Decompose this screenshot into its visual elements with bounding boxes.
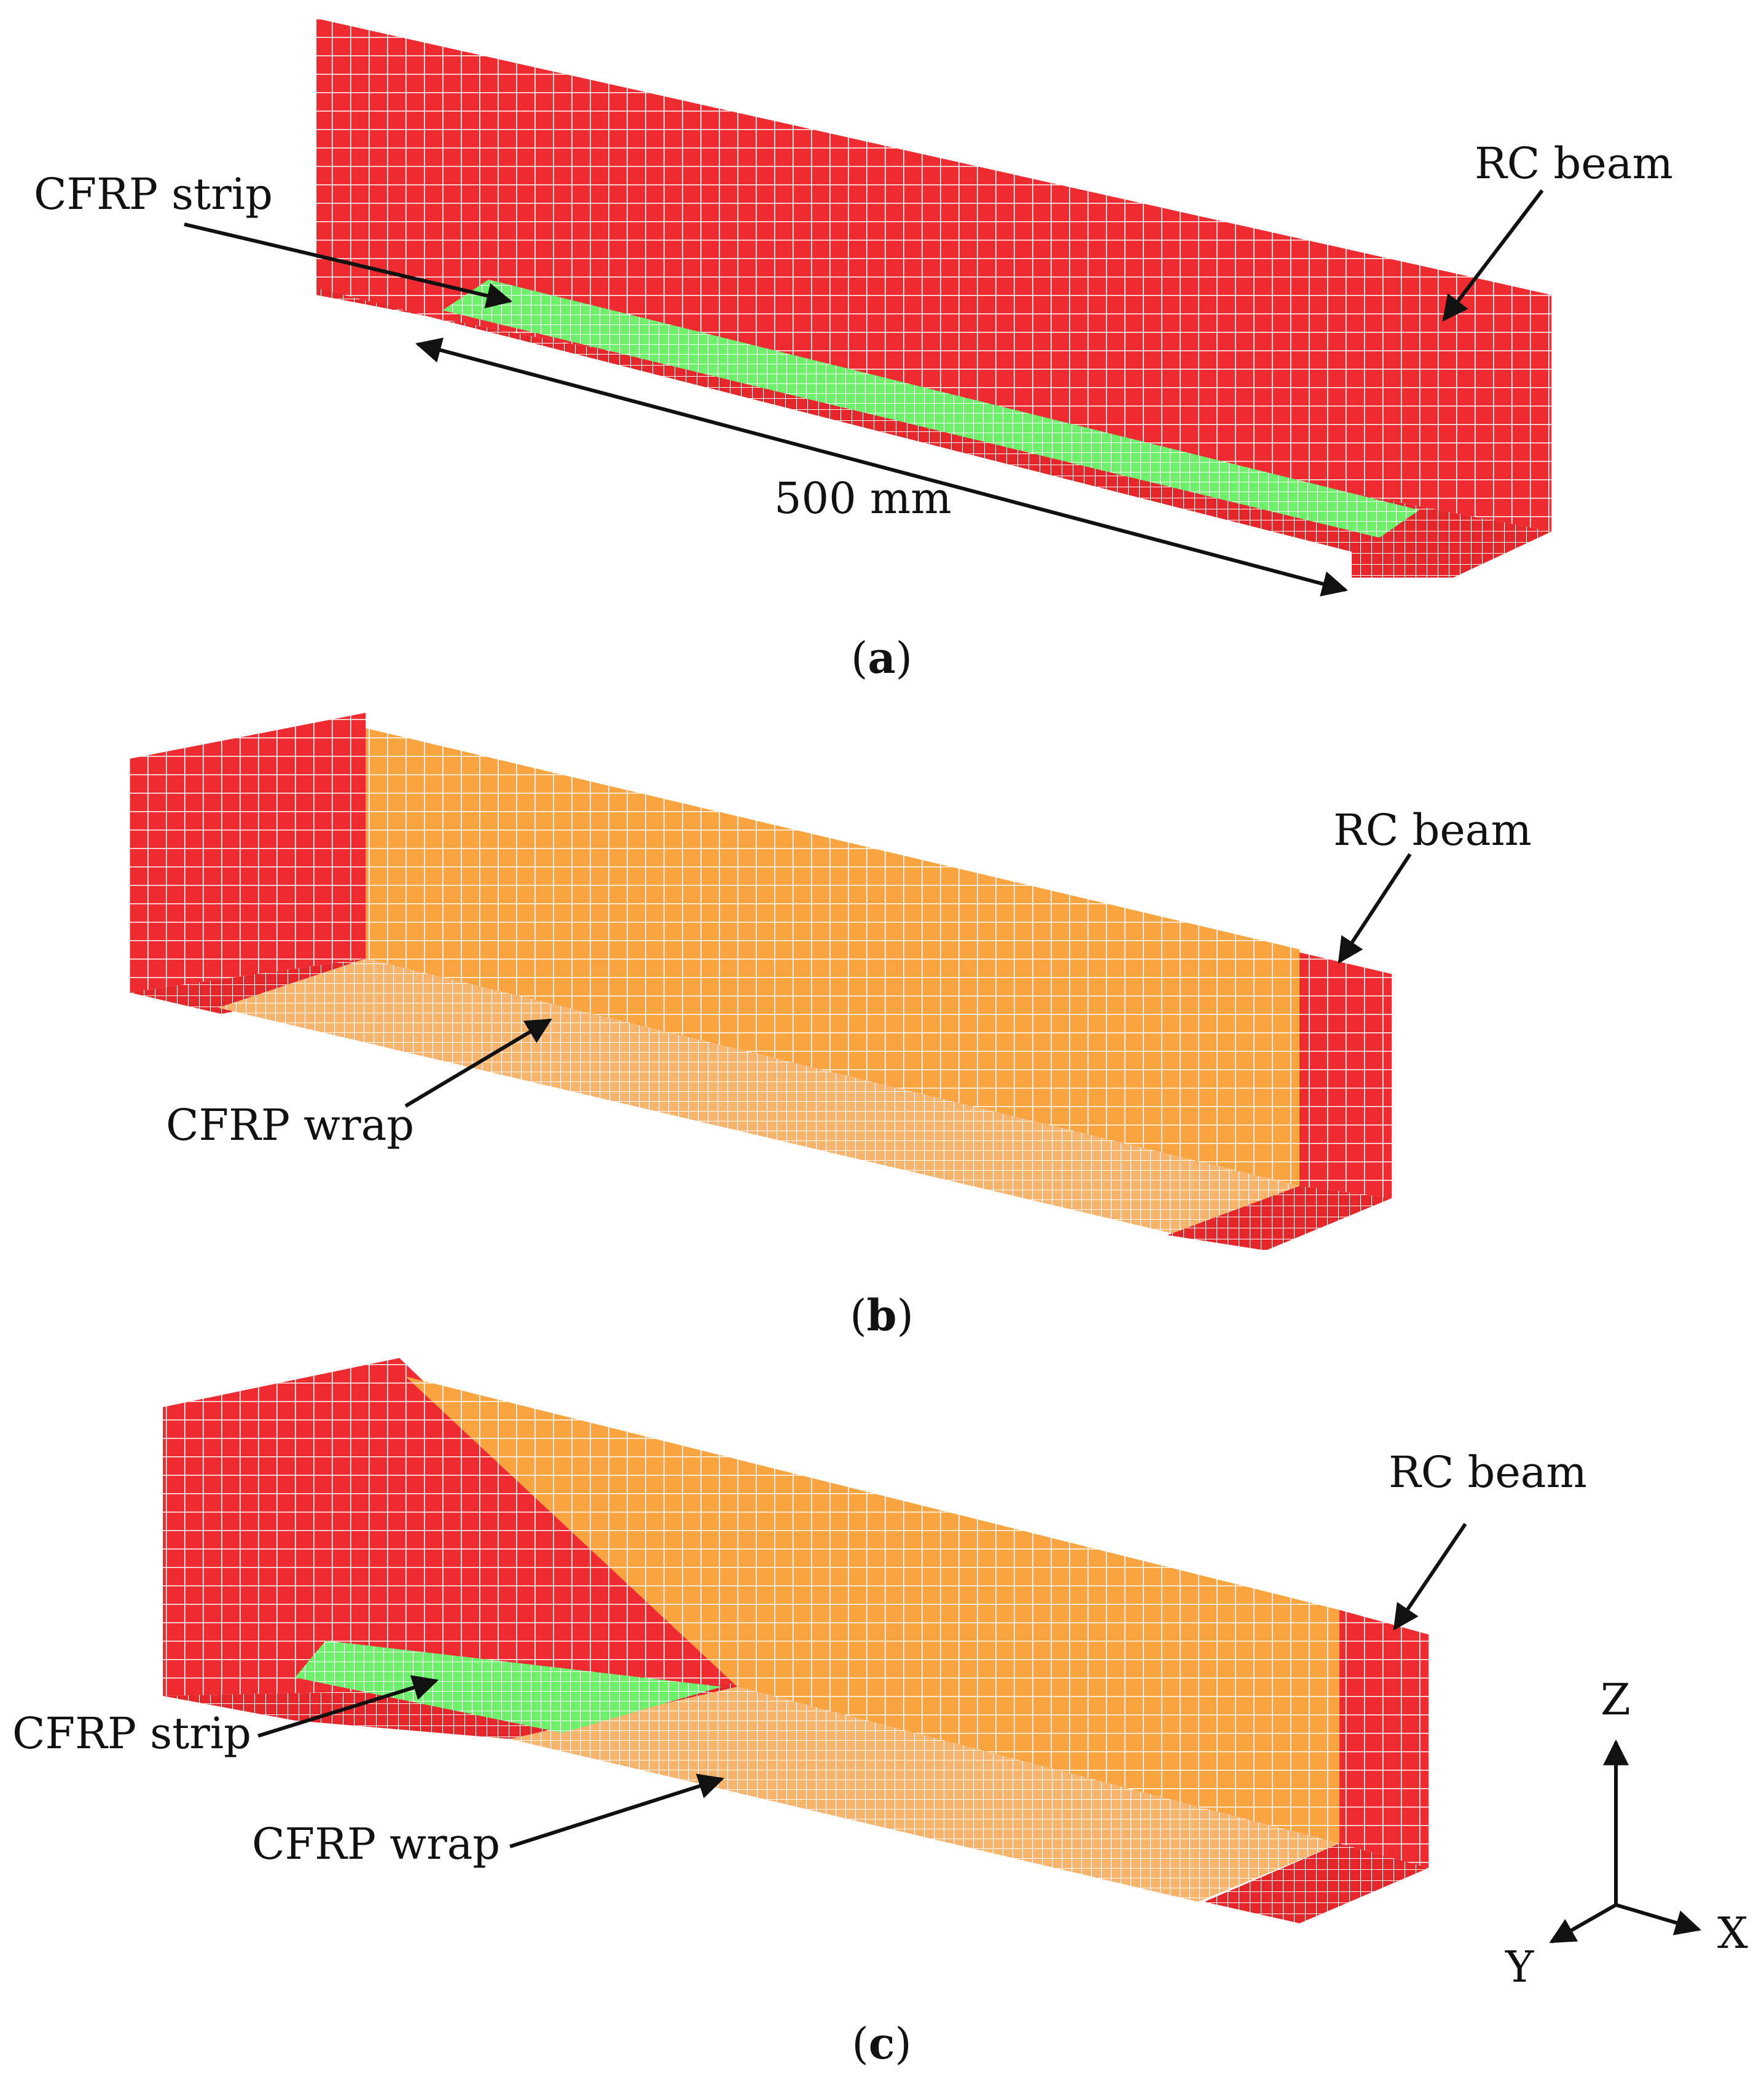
- caption-c-letter: c: [869, 2018, 895, 2069]
- label-rc-beam-c: RC beam: [1389, 1447, 1587, 1497]
- caption-a: (a): [851, 632, 912, 683]
- panel-c: RC beam CFRP strip CFRP wrap Z X Y (c): [12, 1358, 1748, 2069]
- x-axis-arrow: [1615, 1903, 1702, 1936]
- cfrp-wrap-bottom-c: [510, 1687, 1339, 1902]
- z-axis-label: Z: [1601, 1674, 1631, 1725]
- beam-right-end-b: [1299, 952, 1392, 1198]
- arrow-cfrp-strip-c: [257, 1675, 439, 1738]
- coordinate-triad: Z X Y: [1505, 1674, 1748, 1992]
- cfrp-wrap-bottom-b: [218, 959, 1299, 1235]
- x-axis-label: X: [1717, 1908, 1748, 1958]
- label-rc-beam-a: RC beam: [1475, 138, 1673, 189]
- panel-a: CFRP strip RC beam 500 mm (a): [34, 18, 1673, 683]
- caption-a-close: ): [896, 633, 912, 683]
- panel-b: RC beam CFRP wrap (b): [129, 713, 1532, 1341]
- beam-end-face: [1352, 532, 1551, 578]
- arrow-cfrp-wrap-b: [404, 1018, 552, 1108]
- y-axis-arrow: [1549, 1903, 1617, 1944]
- label-cfrp-strip-c: CFRP strip: [12, 1708, 251, 1759]
- label-rc-beam-b: RC beam: [1333, 805, 1532, 855]
- caption-b-open: (: [850, 1290, 866, 1341]
- arrow-rc-beam-c: [1393, 1523, 1467, 1631]
- caption-c-open: (: [852, 2019, 868, 2069]
- caption-b-letter: b: [867, 1290, 897, 1341]
- beam-right-bottom-b: [1167, 1186, 1392, 1250]
- caption-b-close: ): [896, 1290, 913, 1341]
- arrow-cfrp-strip-a: [184, 222, 513, 308]
- label-cfrp-wrap-b: CFRP wrap: [166, 1100, 414, 1150]
- label-cfrp-wrap-c: CFRP wrap: [252, 1819, 500, 1869]
- cfrp-wrap-front-b: [366, 728, 1299, 1186]
- dimension-arrow-a: [415, 337, 1349, 597]
- beam-left-end-b: [129, 713, 366, 992]
- beam-right-bottom-c: [1204, 1843, 1429, 1923]
- caption-c-close: ): [895, 2019, 911, 2069]
- cfrp-wrap-front-c: [406, 1376, 1339, 1843]
- cfrp-strip-c: [295, 1641, 722, 1733]
- dimension-label-a: 500 mm: [774, 473, 952, 524]
- caption-c: (c): [852, 2018, 911, 2069]
- arrow-cfrp-wrap-c: [509, 1773, 725, 1848]
- caption-a-letter: a: [868, 632, 895, 683]
- caption-b: (b): [850, 1290, 914, 1341]
- y-axis-label: Y: [1505, 1942, 1534, 1992]
- beam-front-face: [316, 18, 1551, 532]
- beam-right-end-c: [1339, 1610, 1429, 1868]
- arrow-rc-beam-a: [1442, 189, 1544, 322]
- caption-a-open: (: [851, 633, 868, 683]
- arrow-rc-beam-b: [1338, 853, 1412, 964]
- beam-left-end-c: [163, 1358, 737, 1696]
- label-cfrp-strip-a: CFRP strip: [34, 169, 273, 219]
- beam-left-bottom-b: [129, 959, 366, 1014]
